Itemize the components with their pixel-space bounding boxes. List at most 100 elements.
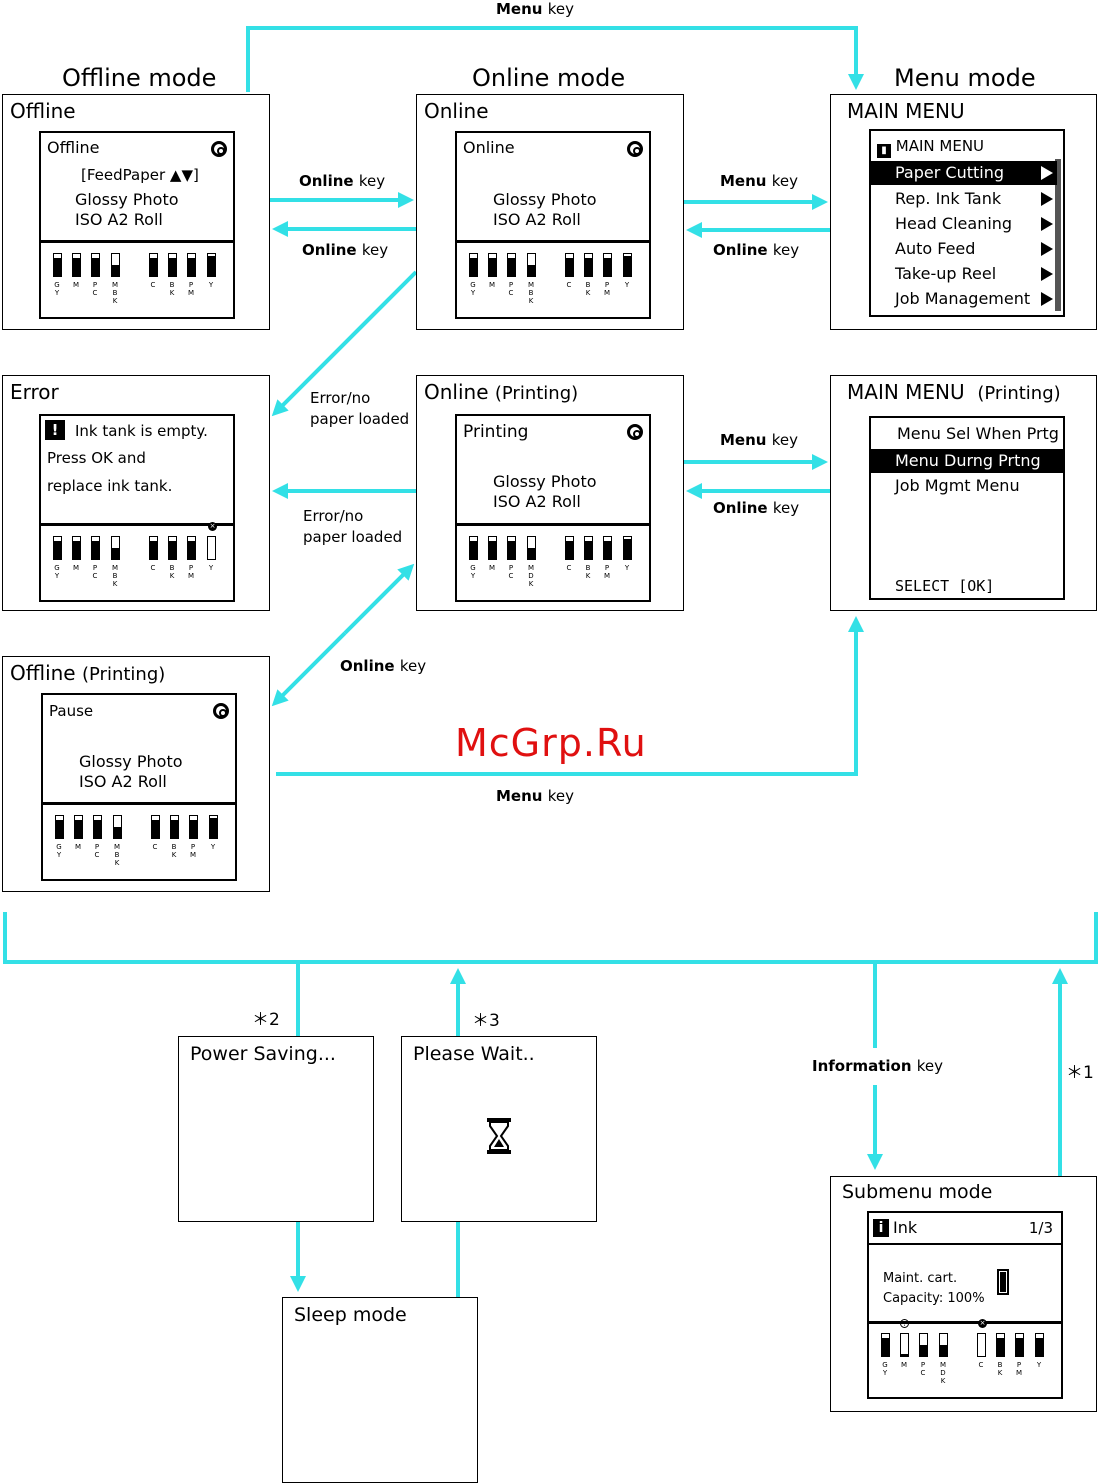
ink-tank — [207, 253, 216, 277]
ink-label: M B K — [527, 281, 535, 305]
menu-item-head-cleaning[interactable]: Head Cleaning — [871, 212, 1057, 236]
ink-label: B K — [171, 843, 177, 859]
online-mode-title: Online mode — [472, 64, 626, 92]
ink-label: Y — [624, 281, 630, 289]
roll-paper-icon — [627, 424, 643, 440]
ink-label: G Y — [56, 843, 62, 859]
arrow-right-icon — [1041, 192, 1053, 206]
info-icon: i — [873, 1219, 889, 1237]
ink-tank — [72, 536, 81, 560]
panel-online: Online Online Glossy Photo ISO A2 Roll G… — [416, 94, 684, 330]
ink-tank — [111, 536, 120, 560]
menu-item-job-mgmt[interactable]: Job Mgmt Menu — [895, 476, 1020, 495]
ink-tank — [977, 1333, 986, 1357]
ink-label: M — [488, 564, 496, 572]
ink-label: P M — [189, 843, 197, 859]
ink-tank — [74, 815, 83, 839]
ink-tank — [996, 1333, 1005, 1357]
ink-label: M D K — [939, 1361, 947, 1385]
online-key-label-4: Online key — [713, 499, 800, 517]
menu-item-paper-cutting[interactable]: Paper Cutting — [871, 161, 1057, 185]
ink-label: P C — [920, 1361, 926, 1377]
ink-tank — [209, 815, 218, 839]
lcd-divider — [869, 1321, 1061, 1324]
lcd-divider — [43, 802, 235, 805]
arrow-pause-to-printing — [343, 563, 415, 635]
ink-label: M — [488, 281, 496, 289]
feed-paper-text: [FeedPaper ▲▼] — [81, 166, 199, 184]
panel-title: Sleep mode — [294, 1304, 407, 1326]
panel-sleep-mode: Sleep mode — [282, 1297, 478, 1483]
ink-tank — [1015, 1333, 1024, 1357]
ink-tank — [1035, 1333, 1044, 1357]
ink-label: M — [72, 564, 80, 572]
ink-tank — [469, 253, 478, 277]
menu-item-auto-feed[interactable]: Auto Feed — [871, 237, 1057, 261]
hourglass-icon — [487, 1118, 511, 1154]
information-key-label: Information key — [812, 1057, 944, 1075]
online-key-label-3: Online key — [713, 241, 800, 259]
media-type: Glossy Photo — [79, 752, 183, 771]
select-ok-hint: SELECT [OK] — [895, 577, 995, 595]
offline-mode-title: Offline mode — [62, 64, 217, 92]
lcd-screen: i Ink 1/3 Maint. cart. Capacity: 100% G … — [867, 1211, 1063, 1399]
lcd-divider — [41, 240, 233, 243]
ink-label: G Y — [470, 281, 476, 297]
panel-title: Online — [424, 99, 489, 123]
roll-paper-icon — [211, 141, 227, 157]
panel-online-printing: Online (Printing) Printing Glossy Photo … — [416, 375, 684, 611]
ink-label: Y — [208, 281, 214, 289]
ink-tank — [170, 815, 179, 839]
status-text: Pause — [49, 702, 94, 720]
ink-label: M B K — [113, 843, 121, 867]
panel-title: Offline (Printing) — [10, 661, 166, 685]
panel-title: MAIN MENU — [847, 99, 965, 123]
arrow-right-icon — [1041, 217, 1053, 231]
roll-paper-icon — [213, 703, 229, 719]
ink-tank — [168, 536, 177, 560]
ink-tank — [53, 253, 62, 277]
ink-tank — [919, 1333, 928, 1357]
scrollbar[interactable] — [1055, 159, 1061, 311]
ink-label: P M — [1015, 1361, 1023, 1377]
menu-key-bottom-label: Menu key — [496, 787, 574, 805]
menu-item-job-management[interactable]: Job Management — [871, 287, 1057, 311]
ink-label: P C — [508, 281, 514, 297]
menu-item-take-up-reel[interactable]: Take-up Reel — [871, 262, 1057, 286]
ink-tank — [149, 536, 158, 560]
ink-label: Y — [1036, 1361, 1042, 1369]
capacity-label: Capacity: 100% — [883, 1291, 985, 1306]
ink-tank — [189, 815, 198, 839]
ink-tank — [939, 1333, 948, 1357]
panel-title: MAIN MENU (Printing) — [847, 380, 1061, 404]
menu-item-sel-when-prtg[interactable]: Menu Sel When Prtg — [897, 424, 1059, 443]
ink-label: Y — [210, 843, 216, 851]
panel-title: Please Wait.. — [413, 1043, 535, 1065]
arrow-right-icon — [1041, 292, 1053, 306]
online-key-label-2: Online key — [302, 241, 389, 259]
ink-tank — [55, 815, 64, 839]
ink-label: Y — [208, 564, 214, 572]
panel-title: Power Saving... — [190, 1043, 336, 1065]
menu-item-rep-ink-tank[interactable]: Rep. Ink Tank — [871, 187, 1057, 211]
ink-label: M D K — [527, 564, 535, 588]
ink-tank — [151, 815, 160, 839]
panel-offline-printing: Offline (Printing) Pause Glossy Photo IS… — [2, 656, 270, 892]
ink-label: M B K — [111, 281, 119, 305]
panel-title: Offline — [10, 99, 76, 123]
online-key-label-5: Online key — [340, 657, 427, 675]
ink-label: P M — [187, 564, 195, 580]
menu-item-durng-prtng[interactable]: Menu Durng Prtng — [871, 449, 1063, 473]
error-mark-icon: × — [978, 1319, 987, 1328]
ink-tank — [111, 253, 120, 277]
lcd-divider — [457, 240, 649, 243]
ink-label: G Y — [54, 564, 60, 580]
bracket — [3, 912, 1098, 964]
warning-icon: ! — [45, 420, 65, 440]
error-line-1: Ink tank is empty. — [75, 422, 208, 440]
media-size: ISO A2 Roll — [493, 210, 581, 229]
ink-label: G Y — [54, 281, 60, 297]
status-text: Offline — [47, 138, 100, 157]
